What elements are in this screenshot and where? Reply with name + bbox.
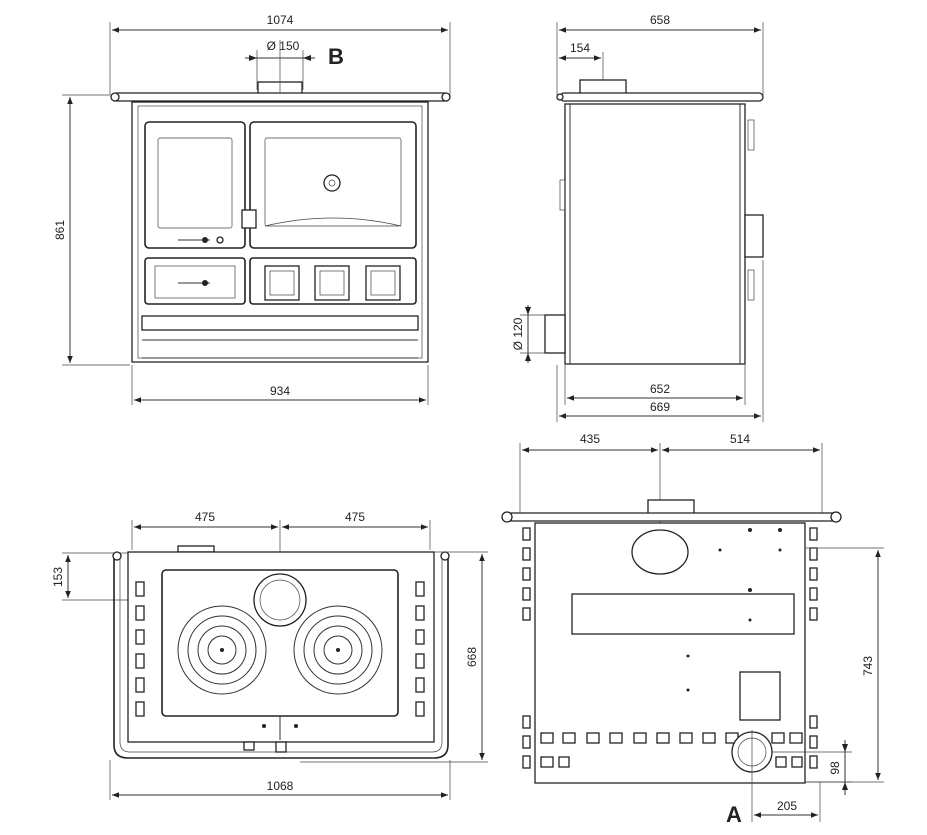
- side-rear-flue-diameter-label: Ø 120: [511, 317, 525, 350]
- top-left-towel-bars: [135, 581, 145, 717]
- rear-outlet-label-a: A: [726, 802, 742, 827]
- side-top-plate: [559, 92, 764, 102]
- rear-top-flue-opening: [631, 529, 689, 575]
- rear-right-bars: [809, 527, 818, 769]
- top-left-hob-rings: [177, 605, 267, 695]
- front-flue-diameter-label: Ø 150: [267, 39, 300, 53]
- front-height-label: 861: [53, 220, 67, 240]
- top-rail: [113, 556, 449, 759]
- front-top-plate: [111, 92, 450, 102]
- rear-right-part-label: 514: [730, 432, 750, 446]
- front-lower-panel: [249, 257, 417, 305]
- front-oven-thermometer: [323, 174, 341, 192]
- front-firebox-door: [144, 121, 246, 249]
- rear-left-part-label: 435: [580, 432, 600, 446]
- front-body-width-label: 934: [270, 384, 290, 398]
- top-left-half-label: 475: [195, 510, 215, 524]
- front-ash-drawer: [144, 257, 246, 305]
- rear-bottom-vents: [540, 732, 803, 768]
- rear-top-plate: [504, 512, 839, 522]
- top-right-towel-bars: [415, 581, 425, 717]
- top-flue-ring: [253, 573, 307, 627]
- rear-data-plate: [739, 671, 781, 721]
- side-body: [564, 103, 746, 365]
- side-flue-offset-label: 154: [570, 41, 590, 55]
- side-depth-total-label: 669: [650, 400, 670, 414]
- side-rear-flue: [544, 314, 566, 354]
- front-plinth: [141, 315, 419, 331]
- side-depth-top-label: 658: [650, 13, 670, 27]
- side-view: 658 154 Ø 120 652 669: [511, 13, 764, 422]
- front-view: 1074 Ø 150 B: [53, 13, 451, 405]
- front-flue-label-b: B: [328, 44, 344, 69]
- top-rail-width-label: 1068: [267, 779, 294, 793]
- top-flue-offset-label: 153: [51, 567, 65, 587]
- rear-view: 435 514: [501, 432, 884, 827]
- top-view: 475 475 153: [51, 510, 488, 800]
- rear-outlet-offset-label: 205: [777, 799, 797, 813]
- rear-height-label: 743: [861, 656, 875, 676]
- rear-outlet-height-label: 98: [828, 761, 842, 775]
- front-width-top-label: 1074: [267, 13, 294, 27]
- top-depth-label: 668: [465, 647, 479, 667]
- rear-channel: [571, 593, 795, 635]
- top-right-hob-rings: [293, 605, 383, 695]
- side-depth-body-label: 652: [650, 382, 670, 396]
- rear-left-bars: [522, 527, 531, 769]
- front-oven-door: [249, 121, 417, 249]
- top-right-half-label: 475: [345, 510, 365, 524]
